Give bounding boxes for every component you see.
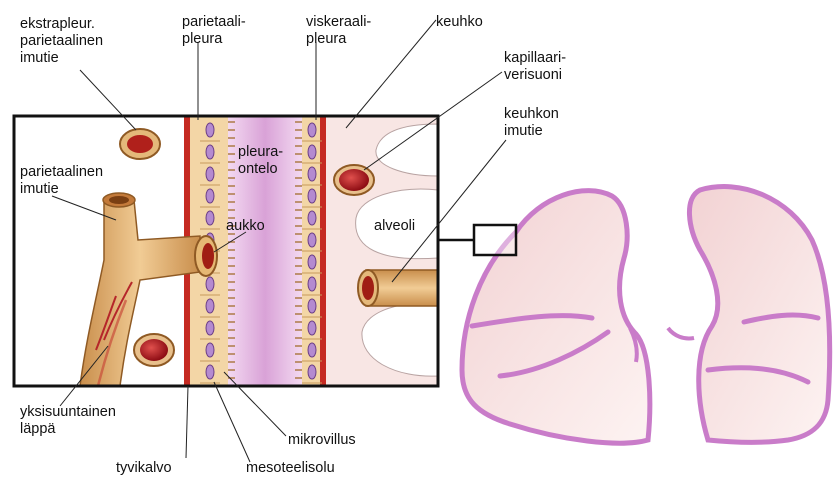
cell-nucleus <box>206 277 214 291</box>
locator-box <box>474 225 516 255</box>
lung-lymphatic <box>358 270 438 306</box>
cell-nucleus <box>206 145 214 159</box>
cell-nucleus <box>308 277 316 291</box>
label-mesoteelisolu: mesoteelisolu <box>246 460 335 476</box>
label-mikrovillus: mikrovillus <box>288 432 356 448</box>
inset-detail <box>14 116 438 386</box>
label-tyvikalvo: tyvikalvo <box>116 460 172 476</box>
label-keuhko: keuhko <box>436 14 483 30</box>
cell-nucleus <box>308 233 316 247</box>
cell-nucleus <box>206 123 214 137</box>
cell-nucleus <box>308 189 316 203</box>
label-kapillaari: kapillaari-verisuoni <box>504 50 566 83</box>
cell-nucleus <box>206 365 214 379</box>
cell-nucleus <box>308 255 316 269</box>
cell-nucleus <box>308 365 316 379</box>
label-parietaalipleura: parietaali-pleura <box>182 14 246 47</box>
cell-nucleus <box>308 167 316 181</box>
label-aukko: aukko <box>226 218 265 234</box>
right-hilum-notch <box>668 328 694 339</box>
label-pleuraontelo: pleura-ontelo <box>238 144 283 177</box>
cell-nucleus <box>308 299 316 313</box>
cell-nucleus <box>308 123 316 137</box>
label-alveoli: alveoli <box>374 218 415 234</box>
cell-nucleus <box>206 211 214 225</box>
label-viskeraalipleura: viskeraali-pleura <box>306 14 371 47</box>
cell-nucleus <box>206 321 214 335</box>
cell-nucleus <box>206 167 214 181</box>
cell-nucleus <box>308 145 316 159</box>
cell-nucleus <box>308 343 316 357</box>
cell-nucleus <box>308 321 316 335</box>
cell-nucleus <box>206 189 214 203</box>
cell-nucleus <box>206 343 214 357</box>
cell-nucleus <box>206 299 214 313</box>
cell-nucleus <box>308 211 316 225</box>
